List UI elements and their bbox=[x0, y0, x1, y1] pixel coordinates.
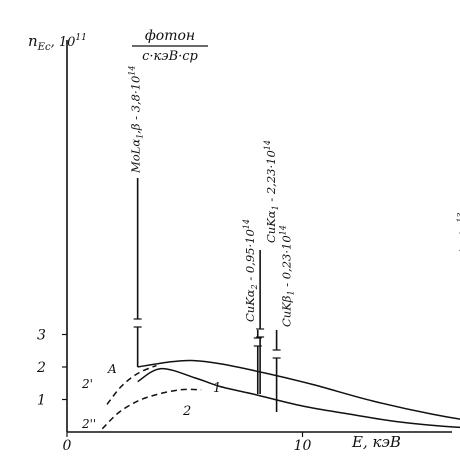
y-tick-label-1: 2 bbox=[36, 360, 46, 376]
axis-ticks bbox=[62, 333, 304, 437]
curve-label-1: 2 bbox=[182, 404, 191, 419]
y-title-sub: Ec bbox=[37, 42, 51, 53]
x-tick-label-0: 0 bbox=[63, 438, 72, 454]
curve-label-0: 1 bbox=[213, 381, 221, 396]
x-axis-label: E, кэВ bbox=[351, 433, 401, 451]
line-label-3: CuKβ1 - 0,23·1014 bbox=[279, 225, 296, 327]
line-label-2: CuKα1 - 2,23·1014 bbox=[263, 140, 280, 243]
curve-4 bbox=[101, 388, 202, 430]
y-title-denominator: с·кэВ·ср bbox=[142, 49, 198, 64]
curve-labels: 1 2 2' 2'' bbox=[81, 377, 221, 431]
svg-text:nEc, 1011: nEc, 1011 bbox=[28, 32, 87, 53]
line-label-0: MoLα1,β - 3,8·1014 bbox=[128, 66, 145, 174]
curve-label-2: 2' bbox=[81, 377, 93, 391]
axis-tick-labels: 01020123 bbox=[36, 328, 312, 455]
line-label-4: MoKα2 - 0,40·1013 bbox=[456, 213, 460, 319]
x-tick-label-1: 10 bbox=[294, 438, 312, 454]
curve-label-3: 2'' bbox=[81, 417, 96, 431]
y-title-numerator: фотон bbox=[145, 28, 195, 44]
y-tick-label-2: 3 bbox=[37, 328, 46, 344]
y-axis-title: nEc, 1011 фотон с·кэВ·ср bbox=[28, 28, 208, 64]
y-title-scale: , 10 bbox=[51, 35, 76, 50]
curve-3 bbox=[106, 364, 157, 405]
y-tick-label-0: 1 bbox=[37, 393, 46, 409]
line-label-1: CuKα2 - 0,95·1014 bbox=[242, 219, 259, 322]
curve-2 bbox=[137, 367, 460, 429]
curve-1 bbox=[137, 359, 460, 420]
y-title-main: n bbox=[28, 32, 38, 50]
spectrum-curves bbox=[101, 359, 460, 430]
y-title-exp: 11 bbox=[75, 33, 86, 43]
point-marker-label: A bbox=[107, 362, 117, 376]
